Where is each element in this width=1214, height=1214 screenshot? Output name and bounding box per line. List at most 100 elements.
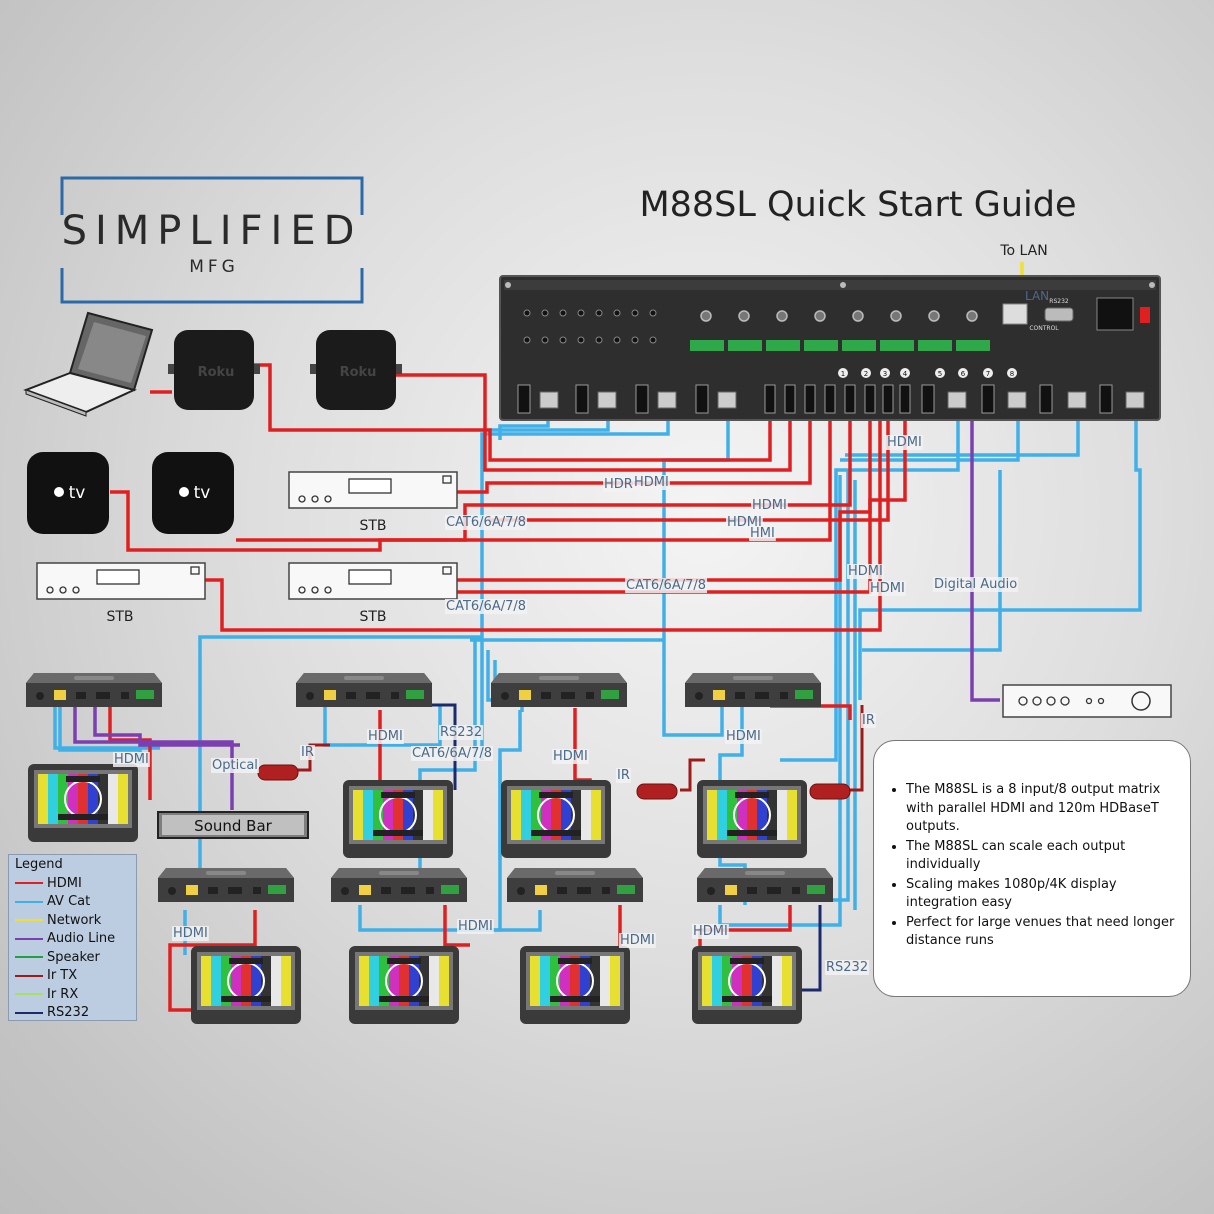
cable-label-background [603, 477, 634, 492]
cable-label-rs232: RS232 [440, 725, 482, 740]
cable-label-ir: IR [617, 768, 630, 783]
cable-label-hdmi: HDMI [693, 924, 728, 939]
cable-label-hdmi: HDMI [848, 564, 883, 579]
stb-2 [36, 562, 206, 600]
legend-item-label: Network [47, 912, 102, 928]
cable-label-background [439, 725, 484, 740]
display-6 [348, 945, 460, 1025]
input-number: 8 [1010, 370, 1014, 378]
cable-label-hdmi: HDMI [634, 475, 669, 490]
cable-label-digital-audio: Digital Audio [934, 577, 1017, 592]
note-item: Scaling makes 1080p/4K display integrati… [906, 876, 1178, 913]
cable-label-background [367, 729, 404, 744]
legend-title: Legend [15, 857, 63, 872]
display-8 [691, 945, 803, 1025]
input-number: 2 [864, 370, 868, 378]
legend-item-label: Audio Line [47, 931, 116, 947]
legend-item: Ir TX [15, 967, 130, 986]
cable-label-hdmi: HDMI [870, 581, 905, 596]
page-title: M88SL Quick Start Guide [639, 185, 1076, 225]
input-number-badge [880, 368, 890, 378]
cable-label-background [211, 758, 259, 773]
notes-panel: The M88SL is a 8 input/8 output matrix w… [873, 740, 1191, 997]
cable-label-background [847, 564, 884, 579]
roku-device-2: Roku [310, 330, 402, 410]
hdbaset-receiver-4 [685, 673, 821, 707]
cable-label-background [933, 577, 1019, 592]
to-lan-label: To LAN [999, 243, 1047, 259]
legend-swatch [15, 937, 43, 940]
cable-label-background [633, 475, 670, 490]
legend-item-label: RS232 [47, 1005, 90, 1021]
cable-label-background [445, 599, 528, 614]
hdbaset-receiver-1 [26, 673, 162, 707]
legend-item-label: Speaker [47, 949, 100, 965]
cable-label-hdmi: HDMI [368, 729, 403, 744]
sound-bar: Sound Bar [157, 811, 309, 839]
legend-swatch [15, 974, 43, 977]
apple-logo-icon [54, 487, 64, 497]
logo-frame-bottom [60, 268, 364, 304]
cable-label-background [445, 515, 528, 530]
cable-label-background [692, 924, 729, 939]
legend-item-label: HDMI [47, 875, 82, 891]
stb-3 [288, 562, 458, 600]
input-number: 1 [841, 370, 845, 378]
apple-logo-icon [179, 487, 189, 497]
cable-label-hdmi: HDMI [173, 926, 208, 941]
cable-label-cat: CAT6/6A/7/8 [446, 599, 526, 614]
legend-swatch [15, 1011, 43, 1014]
cable-label-background [411, 746, 494, 761]
svg-text:tv: tv [69, 483, 86, 503]
hdmi-cables [108, 363, 907, 1012]
cable-label-background [869, 581, 906, 596]
input-number: 6 [961, 370, 966, 378]
audio-receiver [1002, 684, 1172, 718]
cable-label-hdmi: HDMI [458, 919, 493, 934]
legend-swatch [15, 956, 43, 959]
ir-emitters [257, 764, 851, 800]
legend-item: HDMI [15, 874, 130, 893]
legend-swatch [15, 919, 43, 922]
logo-wordmark: SIMPLIFIED [62, 208, 363, 254]
cable-labels: HDMIHDMIHDRHDMIHDMIHMIHDMIHDMICAT6/6A/7/… [113, 435, 1019, 975]
display-2 [342, 779, 454, 859]
svg-text:Roku: Roku [340, 365, 377, 380]
cable-label-background [616, 768, 631, 783]
legend-swatch [15, 882, 43, 885]
legend-swatch [15, 900, 43, 903]
cable-label-cat: CAT6/6A/7/8 [446, 515, 526, 530]
cable-label-background [300, 745, 315, 760]
input-number: 7 [986, 370, 990, 378]
input-number-badge [900, 368, 910, 378]
cable-label-rs232: RS232 [826, 960, 868, 975]
cable-label-hdmi: HDMI [553, 749, 588, 764]
legend-item: Speaker [15, 948, 130, 967]
stb-1 [288, 471, 458, 509]
audio-cables [73, 340, 1000, 810]
cable-label-background [861, 713, 876, 728]
note-item: Perfect for large venues that need longe… [906, 914, 1178, 951]
note-item: The M88SL is a 8 input/8 output matrix w… [906, 781, 1178, 837]
legend-item: Network [15, 911, 130, 930]
cable-label-cat: CAT6/6A/7/8 [412, 746, 492, 761]
display-5 [190, 945, 302, 1025]
cable-label-ir: IR [862, 713, 875, 728]
hdbaset-receiver-3 [491, 673, 627, 707]
cable-label-background [886, 435, 923, 450]
cable-label-hdmi: HDMI [620, 933, 655, 948]
hdbaset-receiver-8 [697, 868, 833, 902]
cable-label-background [619, 933, 656, 948]
laptop-icon [23, 311, 154, 417]
legend-item-label: AV Cat [47, 894, 91, 910]
stb-3-label: STB [359, 609, 386, 625]
input-number-badge [861, 368, 871, 378]
stb-1-label: STB [359, 518, 386, 534]
logo-subtitle: MFG [189, 257, 239, 277]
input-number-badge [958, 368, 968, 378]
